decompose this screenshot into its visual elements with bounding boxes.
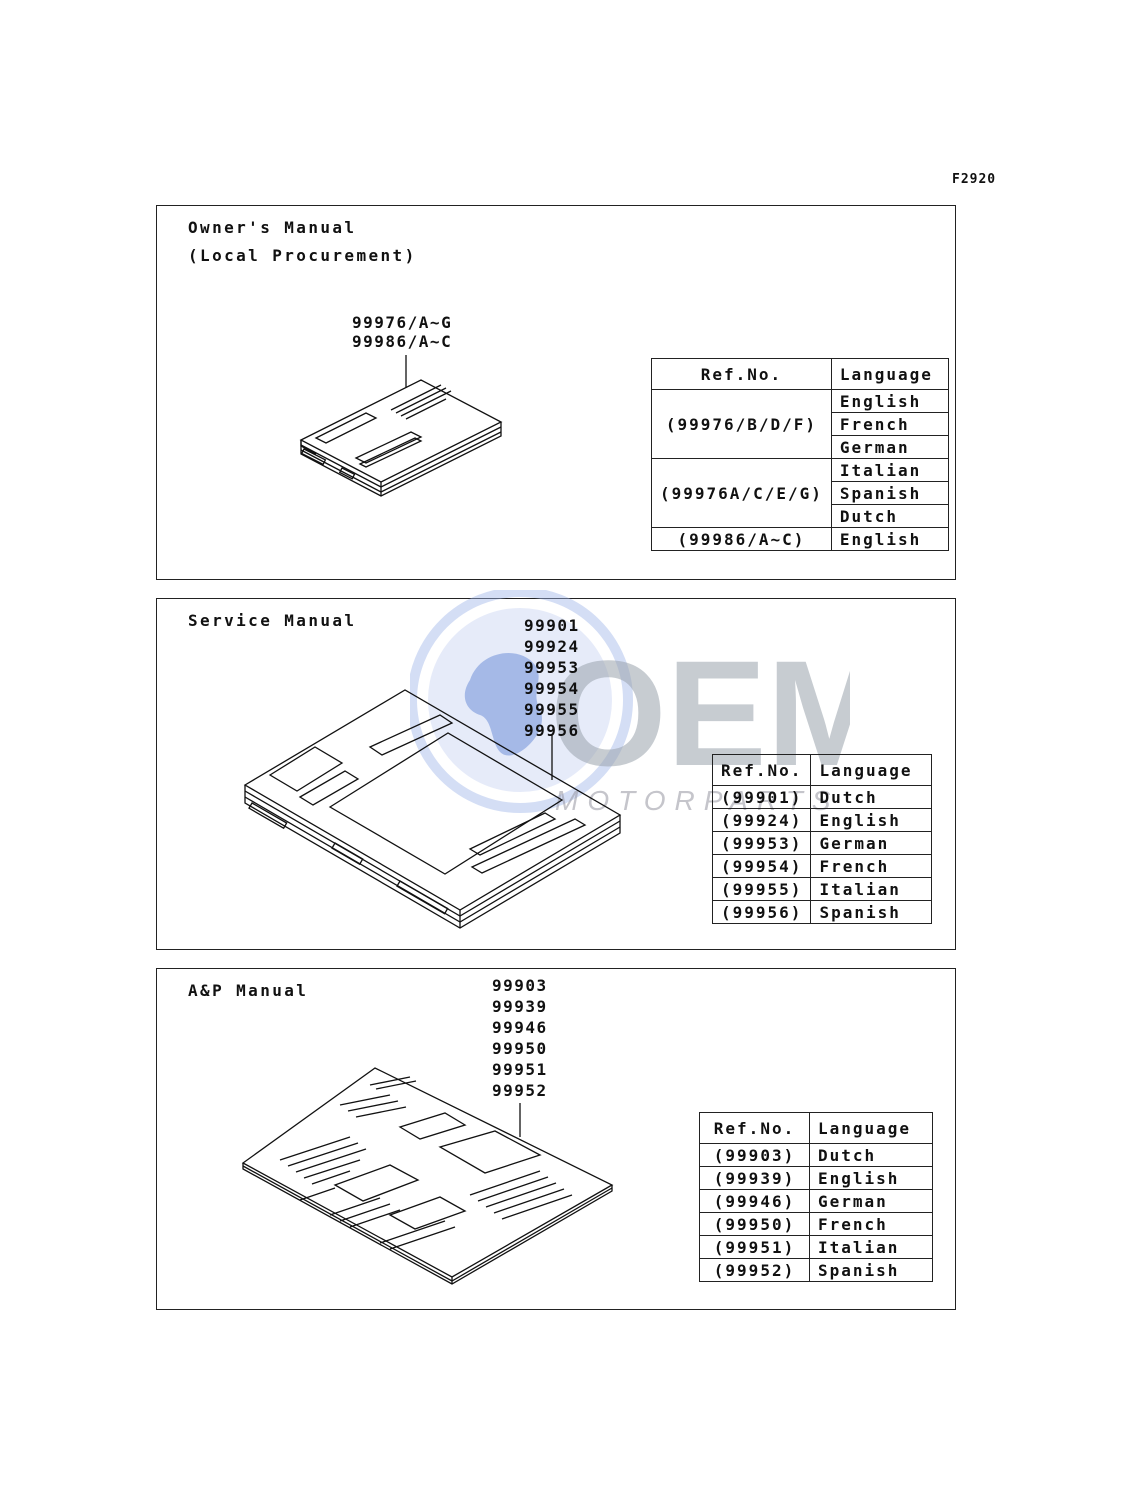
figure-code: F2920 <box>952 172 997 187</box>
language-cell: French <box>809 1212 933 1236</box>
table-row: (99903) Dutch <box>699 1143 933 1167</box>
ref-cell: (99955) <box>711 877 812 901</box>
language-cell: Italian <box>810 877 933 901</box>
owners-manual-title: Owner's Manual <box>188 218 357 237</box>
ref-cell: (99903) <box>699 1143 810 1167</box>
table-row: Spanish <box>652 481 949 505</box>
ap-manual-ref-table: Ref.No. Language (99903) Dutch (99939) E… <box>699 1112 933 1282</box>
part-number[interactable]: 99901 <box>524 616 580 635</box>
table-header-row: Ref.No. Language <box>699 1112 933 1144</box>
language-cell: English <box>809 1166 933 1190</box>
language-cell: Italian <box>809 1235 933 1259</box>
ap-manual-title: A&P Manual <box>188 981 309 1000</box>
column-header-language: Language <box>809 1112 933 1144</box>
ref-cell: (99939) <box>699 1166 810 1190</box>
language-cell: English <box>830 389 949 413</box>
language-cell: Spanish <box>830 481 949 505</box>
part-number[interactable]: 99956 <box>524 721 580 740</box>
table-row: (99901) Dutch <box>711 785 933 809</box>
service-manual-panel <box>156 598 956 950</box>
language-cell: English <box>810 808 933 832</box>
ap-manual-panel <box>156 968 956 1310</box>
ref-cell: (99951) <box>699 1235 810 1259</box>
table-row: (99986/A~C) English <box>651 527 949 551</box>
column-header-ref: Ref.No. <box>699 1112 810 1144</box>
table-row: (99939) English <box>699 1166 933 1190</box>
owners-manual-subtitle: (Local Procurement) <box>188 246 417 265</box>
table-row: (99976/B/D/F) English <box>651 389 949 459</box>
sheet-edges <box>243 1163 612 1284</box>
ref-cell: (99953) <box>711 831 812 855</box>
ref-cell: (99976A/C/E/G) <box>651 458 832 528</box>
service-manual-book-illustration <box>240 685 630 930</box>
table-row: (99953) German <box>711 831 933 855</box>
table-row: (99924) English <box>711 808 933 832</box>
book-pages <box>301 422 501 496</box>
language-cell: Spanish <box>809 1258 933 1282</box>
table-row: (99954) French <box>711 854 933 878</box>
table-row: French <box>652 412 949 436</box>
part-number[interactable]: 99954 <box>524 679 580 698</box>
ref-cell: (99952) <box>699 1258 810 1282</box>
language-cell: Dutch <box>810 785 933 809</box>
part-number[interactable]: 99939 <box>492 997 548 1016</box>
language-cell: German <box>810 831 933 855</box>
table-row: Dutch <box>652 504 949 528</box>
ap-manual-part-numbers: 99903 99939 99946 99950 99951 99952 <box>492 975 548 1101</box>
table-row: (99952) Spanish <box>699 1258 933 1282</box>
language-cell: Dutch <box>830 504 949 528</box>
owners-manual-panel <box>156 205 956 580</box>
ref-cell: (99976/B/D/F) <box>651 389 832 459</box>
service-manual-ref-table: Ref.No. Language (99901) Dutch (99924) E… <box>711 754 933 924</box>
ref-cell: (99924) <box>711 808 812 832</box>
column-header-ref: Ref.No. <box>711 754 812 786</box>
service-manual-title: Service Manual <box>188 611 357 630</box>
part-number[interactable]: 99924 <box>524 637 580 656</box>
service-manual-part-numbers: 99901 99924 99953 99954 99955 99956 <box>524 615 580 741</box>
book-cover <box>245 690 620 910</box>
ref-cell: (99901) <box>711 785 812 809</box>
language-cell: German <box>830 435 949 459</box>
table-row: (99951) Italian <box>699 1235 933 1259</box>
language-cell: French <box>830 412 949 436</box>
owners-manual-ref-table: Ref.No. Language (99976/B/D/F) English F… <box>651 358 949 551</box>
ref-cell: (99956) <box>711 900 812 924</box>
part-number[interactable]: 99952 <box>492 1081 548 1100</box>
ref-cell: (99946) <box>699 1189 810 1213</box>
language-cell: Dutch <box>809 1143 933 1167</box>
table-row: (99950) French <box>699 1212 933 1236</box>
part-number[interactable]: 99953 <box>524 658 580 677</box>
part-number[interactable]: 99955 <box>524 700 580 719</box>
table-header-row: Ref.No. Language <box>651 358 949 390</box>
table-row: (99955) Italian <box>711 877 933 901</box>
table-row: (99976A/C/E/G) Italian <box>651 458 949 528</box>
ref-cell: (99986/A~C) <box>651 527 832 551</box>
table-row: (99946) German <box>699 1189 933 1213</box>
language-cell: Italian <box>830 458 949 482</box>
language-cell: French <box>810 854 933 878</box>
column-header-ref: Ref.No. <box>651 358 832 390</box>
language-cell: English <box>830 527 949 551</box>
part-number[interactable]: 99946 <box>492 1018 548 1037</box>
part-number[interactable]: 99986/A~C <box>352 332 453 351</box>
owners-manual-book-illustration <box>296 350 516 510</box>
table-header-row: Ref.No. Language <box>711 754 933 786</box>
part-number[interactable]: 99903 <box>492 976 548 995</box>
part-number[interactable]: 99976/A~G <box>352 313 453 332</box>
ref-cell: (99950) <box>699 1212 810 1236</box>
column-header-language: Language <box>830 358 949 390</box>
language-cell: Spanish <box>810 900 933 924</box>
table-row: (99956) Spanish <box>711 900 933 924</box>
owners-manual-part-numbers: 99976/A~G 99986/A~C <box>352 313 452 351</box>
column-header-language: Language <box>810 754 933 786</box>
ap-manual-book-illustration <box>240 1065 620 1290</box>
part-number[interactable]: 99950 <box>492 1039 548 1058</box>
language-cell: German <box>809 1189 933 1213</box>
sheet <box>243 1068 612 1277</box>
ref-cell: (99954) <box>711 854 812 878</box>
part-number[interactable]: 99951 <box>492 1060 548 1079</box>
